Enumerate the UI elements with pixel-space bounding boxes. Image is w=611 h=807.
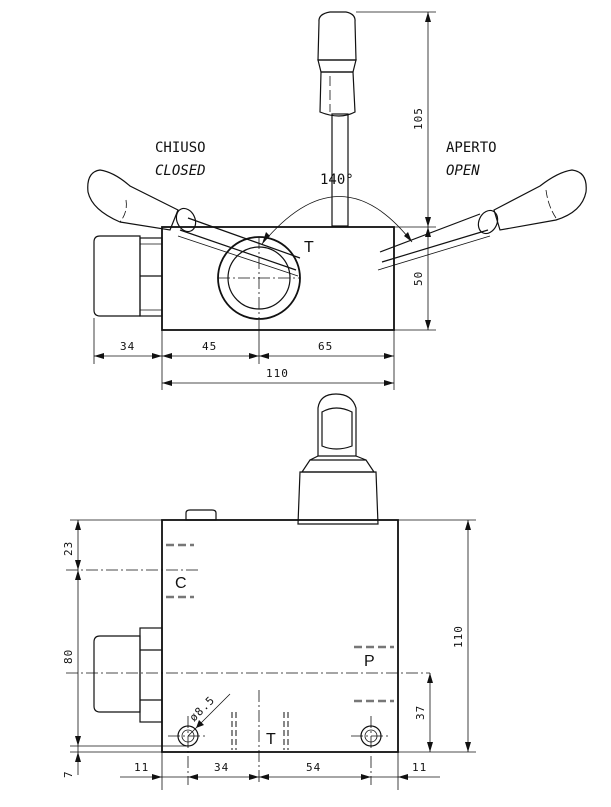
dim-34-front: 34 <box>214 761 229 774</box>
label-open-en: OPEN <box>446 163 480 179</box>
label-closed-en: CLOSED <box>155 163 206 179</box>
dim-34-top: 34 <box>120 340 135 353</box>
dim-11-right: 11 <box>412 761 427 774</box>
dim-110-front: 110 <box>452 625 465 648</box>
dim-37: 37 <box>414 705 427 720</box>
dim-80: 80 <box>62 649 75 664</box>
handle-vertical <box>317 11 357 227</box>
handle-closed <box>87 169 301 277</box>
port-circle-top <box>217 236 301 320</box>
dim-110-top: 110 <box>266 367 289 380</box>
dim-vertical-left-front: 23 80 7 <box>62 519 188 778</box>
dim-50: 50 <box>412 271 425 286</box>
handle-open <box>377 169 587 271</box>
front-view: C P T ø8.5 23 80 7 110 <box>62 393 476 790</box>
dim-horizontal-front: 11 34 54 11 <box>120 752 440 790</box>
knob-front <box>297 393 379 525</box>
top-view: CHIUSO CLOSED APERTO OPEN 140° T 105 50 <box>87 11 587 390</box>
port-t-top: T <box>304 239 314 256</box>
dim-vertical-right-top: 105 50 <box>356 11 436 331</box>
port-p: P <box>364 653 375 670</box>
top-cap <box>185 509 217 521</box>
fitting-left-top <box>93 235 163 317</box>
dim-54: 54 <box>306 761 321 774</box>
dim-45: 45 <box>202 340 217 353</box>
dim-vertical-right-front: 110 37 <box>398 519 476 753</box>
dim-65: 65 <box>318 340 333 353</box>
label-angle: 140° <box>320 172 354 188</box>
dim-23: 23 <box>62 541 75 556</box>
label-closed-it: CHIUSO <box>155 140 206 156</box>
port-t-bottom: T <box>266 731 276 748</box>
dim-105: 105 <box>412 107 425 130</box>
label-open-it: APERTO <box>446 140 497 156</box>
fitting-left-front <box>93 627 163 723</box>
angle-arc <box>261 196 413 245</box>
dim-hole: ø8.5 <box>187 693 218 724</box>
port-c: C <box>175 575 187 592</box>
dim-7: 7 <box>62 770 75 778</box>
dim-horizontal-top: 34 45 65 110 <box>93 318 395 390</box>
dim-11-left: 11 <box>134 761 149 774</box>
